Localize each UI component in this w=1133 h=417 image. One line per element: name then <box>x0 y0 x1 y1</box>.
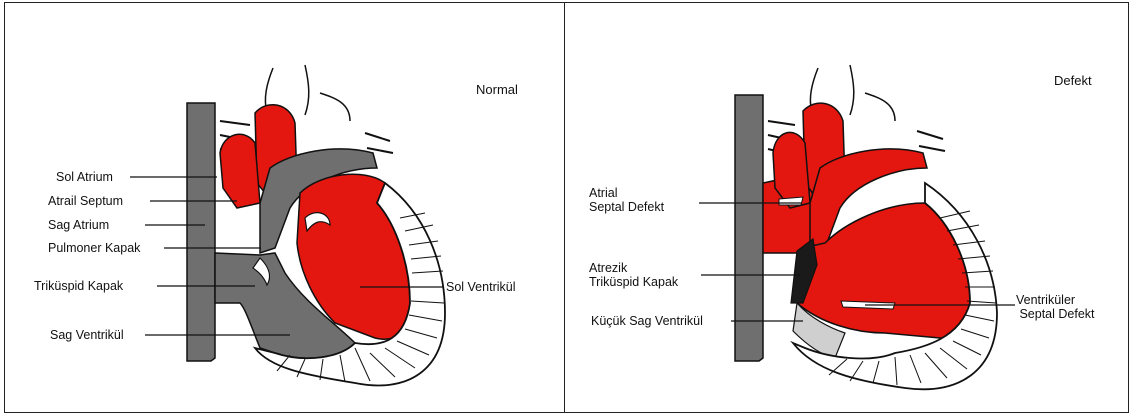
label-atrial-septal-defekt: Atrial Septal Defekt <box>589 186 664 214</box>
normal-heart-panel: Normal Sol Atrium Atrail Septum Sag Atri… <box>4 2 565 413</box>
label-sol-atrium: Sol Atrium <box>56 170 113 184</box>
label-sol-ventrikul: Sol Ventrikül <box>446 280 515 294</box>
label-kucuk-sag-ventrikul: Küçük Sag Ventrikül <box>591 314 703 328</box>
label-trikuspid-kapak: Triküspid Kapak <box>34 279 123 293</box>
label-ventrikuler-septal-defekt: Ventriküler Septal Defekt <box>1016 293 1095 321</box>
asd-opening <box>779 197 803 205</box>
label-sag-ventrikul: Sag Ventrikül <box>50 328 124 342</box>
panel-title-defekt: Defekt <box>1054 73 1092 88</box>
label-atrail-septum: Atrail Septum <box>48 194 123 208</box>
label-sag-atrium: Sag Atrium <box>48 218 109 232</box>
panel-title-normal: Normal <box>476 82 518 97</box>
defect-heart-panel: Defekt Atrial Septal Defekt Atrezik Trik… <box>564 2 1129 413</box>
label-atrezik-trikuspid-kapak: Atrezik Triküspid Kapak <box>589 261 678 289</box>
left-atrium-red <box>220 134 260 208</box>
vena-cava <box>187 103 215 361</box>
label-pulmoner-kapak: Pulmoner Kapak <box>48 241 140 255</box>
normal-heart-diagram <box>5 3 566 414</box>
